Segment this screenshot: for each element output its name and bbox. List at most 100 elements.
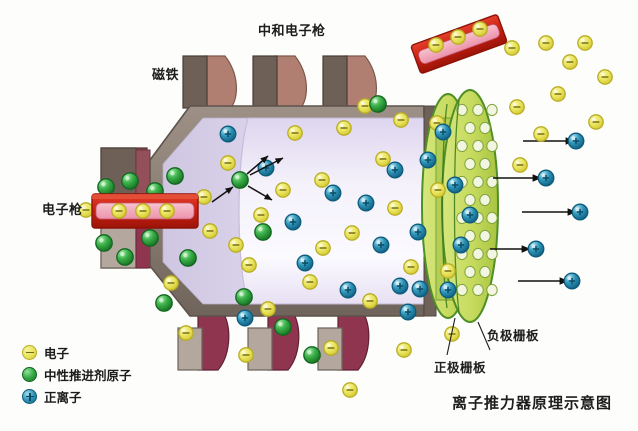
specular-highlight [360,101,365,106]
positive-ion-icon [22,388,37,404]
electron-icon [22,344,37,360]
grid-hole [486,175,498,189]
grid-hole [486,103,498,117]
specular-highlight [199,192,204,197]
grid-hole [464,121,476,135]
specular-highlight [515,160,520,165]
specular-highlight [591,117,596,122]
specular-highlight [453,32,458,37]
electron-particle [597,69,613,85]
specular-highlight [443,266,448,271]
electron-particle [302,274,318,290]
electron-particle [375,151,391,167]
specular-highlight [235,175,240,180]
specular-highlight [339,123,344,128]
specular-highlight [347,228,352,233]
electron-particle [315,240,331,256]
specular-highlight [114,206,119,211]
positive-ion-particle [324,184,342,202]
electron-particle [450,29,466,45]
positive-ion-particle [296,254,314,272]
specular-highlight [288,217,293,222]
specular-highlight [138,206,143,211]
specular-highlight [536,129,541,134]
neutral-atom-particle [121,172,139,190]
positive-ion-particle [411,280,429,298]
specular-highlight [413,227,418,232]
magnet-pole-left [252,55,278,109]
specular-highlight [278,322,283,327]
exhaust-particles [504,35,613,290]
electron-particle [504,40,520,56]
magnet-bottom [177,313,230,371]
specular-highlight [575,207,580,212]
specular-highlight [145,233,150,238]
specular-highlight [378,154,383,159]
positive-ion-particle [339,281,357,299]
grid-hole [479,157,491,171]
positive-ion-particle [567,132,585,150]
specular-highlight [406,262,411,267]
electron-particle [396,342,412,358]
neutral-atom-icon [22,366,37,382]
specular-highlight [81,205,86,210]
specular-highlight [565,57,570,62]
electron-particle [550,86,566,102]
specular-highlight [318,243,323,248]
specular-highlight [456,240,461,245]
electron-particle [562,54,578,70]
grid-hole [479,193,491,207]
specular-highlight [580,38,585,43]
specular-highlight [223,158,228,163]
collision-arrow [246,155,269,175]
grid-hole [472,139,484,153]
electron-particle [135,203,151,219]
chamber-particles [78,95,479,398]
thruster-body [149,105,437,317]
positive-ion-particle [439,281,457,299]
specular-highlight [553,89,558,94]
positive-ion-particle [571,203,589,221]
electron-particle [344,225,360,241]
neutral-atom-particle [155,294,173,312]
neutral-atom-particle [141,229,159,247]
specular-highlight [390,203,395,208]
positive-ion-particle [391,277,409,295]
specular-highlight [258,227,263,232]
positive-ion-particle [236,309,254,327]
grid-hole [472,247,484,261]
magnet-pole-right [337,313,370,371]
grid-hole [456,103,468,117]
specular-highlight [600,72,605,77]
electron-particle [577,35,593,51]
neutral-atom-particle [369,95,387,113]
specular-highlight [183,253,188,258]
neutral-atom-particle [179,249,197,267]
electron-particle [512,157,528,173]
specular-highlight [278,185,283,190]
neutral-atom-particle [254,223,272,241]
specular-highlight [239,292,244,297]
specular-highlight [231,240,236,245]
specular-highlight [261,163,266,168]
label-negative-grid: 负极栅板 [487,328,540,343]
grid-plates [421,89,499,323]
specular-highlight [101,182,106,187]
specular-highlight [317,175,322,180]
diagram-title: 离子推力器原理示意图 [452,394,613,412]
electron-particle [588,114,604,130]
electron-particle [336,120,352,136]
specular-highlight [423,155,428,160]
specular-highlight [170,171,175,176]
specular-highlight [447,329,452,334]
label-magnet: 磁铁 [152,68,180,83]
electron-particle [538,35,554,51]
collision-arrow [247,185,273,201]
grid-hole [479,121,491,135]
grid-hole [486,283,498,297]
neutral-atom-particle [235,288,253,306]
electron-particle [440,263,456,279]
specular-highlight [343,285,348,290]
exhaust-arrows [490,137,577,285]
